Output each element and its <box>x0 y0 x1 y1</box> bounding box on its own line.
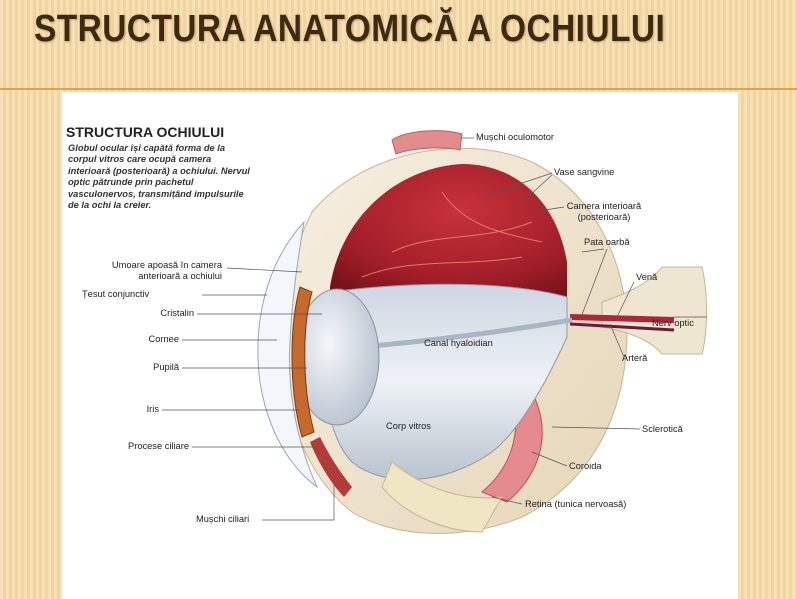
label-umoare-apoasa: Umoare apoasă în camera anterioară a och… <box>72 260 222 282</box>
label-muschi-oculomotor: Mușchi oculomotor <box>476 132 555 142</box>
leader-lines <box>162 137 707 521</box>
label-canal-hyaloidian: Canal hyaloidian <box>424 338 493 348</box>
diagram-description: Globul ocular își capătă forma de la cor… <box>68 143 250 211</box>
label-pata-oarba: Pata oarbă <box>584 237 630 247</box>
hyaloid-canal-shape <box>359 317 573 350</box>
slide-title: STRUCTURA ANATOMICĂ A OCHIULUI <box>34 8 666 50</box>
label-tesut-conjunctiv: Țesut conjunctiv <box>82 289 150 299</box>
optic-nerve-shape <box>601 266 707 355</box>
label-vase-sangvine: Vase sangvine <box>554 167 615 177</box>
oculomotor-muscle-shape <box>391 130 463 155</box>
label-procese-ciliare: Procese ciliare <box>128 441 189 451</box>
label-artera: Arteră <box>622 353 648 363</box>
label-camera-interioara-line2: (posterioară) <box>577 212 631 222</box>
label-umoare-apoasa-line1: Umoare apoasă în camera <box>111 260 222 270</box>
label-camera-interioara: Camera interioară (posterioară) <box>562 201 646 223</box>
diagram-heading: STRUCTURA OCHIULUI <box>66 124 225 140</box>
label-iris: Iris <box>146 404 159 414</box>
label-cornee: Cornee <box>148 334 180 344</box>
label-sclerotica: Sclerotică <box>642 424 683 434</box>
label-muschi-ciliari: Mușchi ciliari <box>196 514 250 524</box>
label-retina: Retina (tunica nervoasă) <box>525 499 627 509</box>
eye-illustration <box>162 130 707 534</box>
label-nerv-optic: Nerv optic <box>652 318 694 328</box>
label-umoare-apoasa-line2: anterioară a ochiului <box>138 271 222 281</box>
label-coroida: Coroida <box>569 461 602 471</box>
vitreous-body-shape <box>322 283 568 481</box>
label-camera-interioara-line1: Camera interioară <box>566 201 642 211</box>
label-pupila: Pupilă <box>153 362 179 372</box>
title-divider <box>0 88 797 90</box>
label-vena: Venă <box>636 272 658 282</box>
ciliary-muscle-shape <box>310 437 352 497</box>
label-corp-vitros: Corp vitros <box>386 421 431 431</box>
cornea-shape <box>257 220 319 489</box>
iris-shape <box>291 286 315 438</box>
label-cristalin: Cristalin <box>160 308 194 318</box>
retina-dome <box>330 164 567 297</box>
diagram-panel: STRUCTURA OCHIULUI Globul ocular își cap… <box>62 92 738 599</box>
